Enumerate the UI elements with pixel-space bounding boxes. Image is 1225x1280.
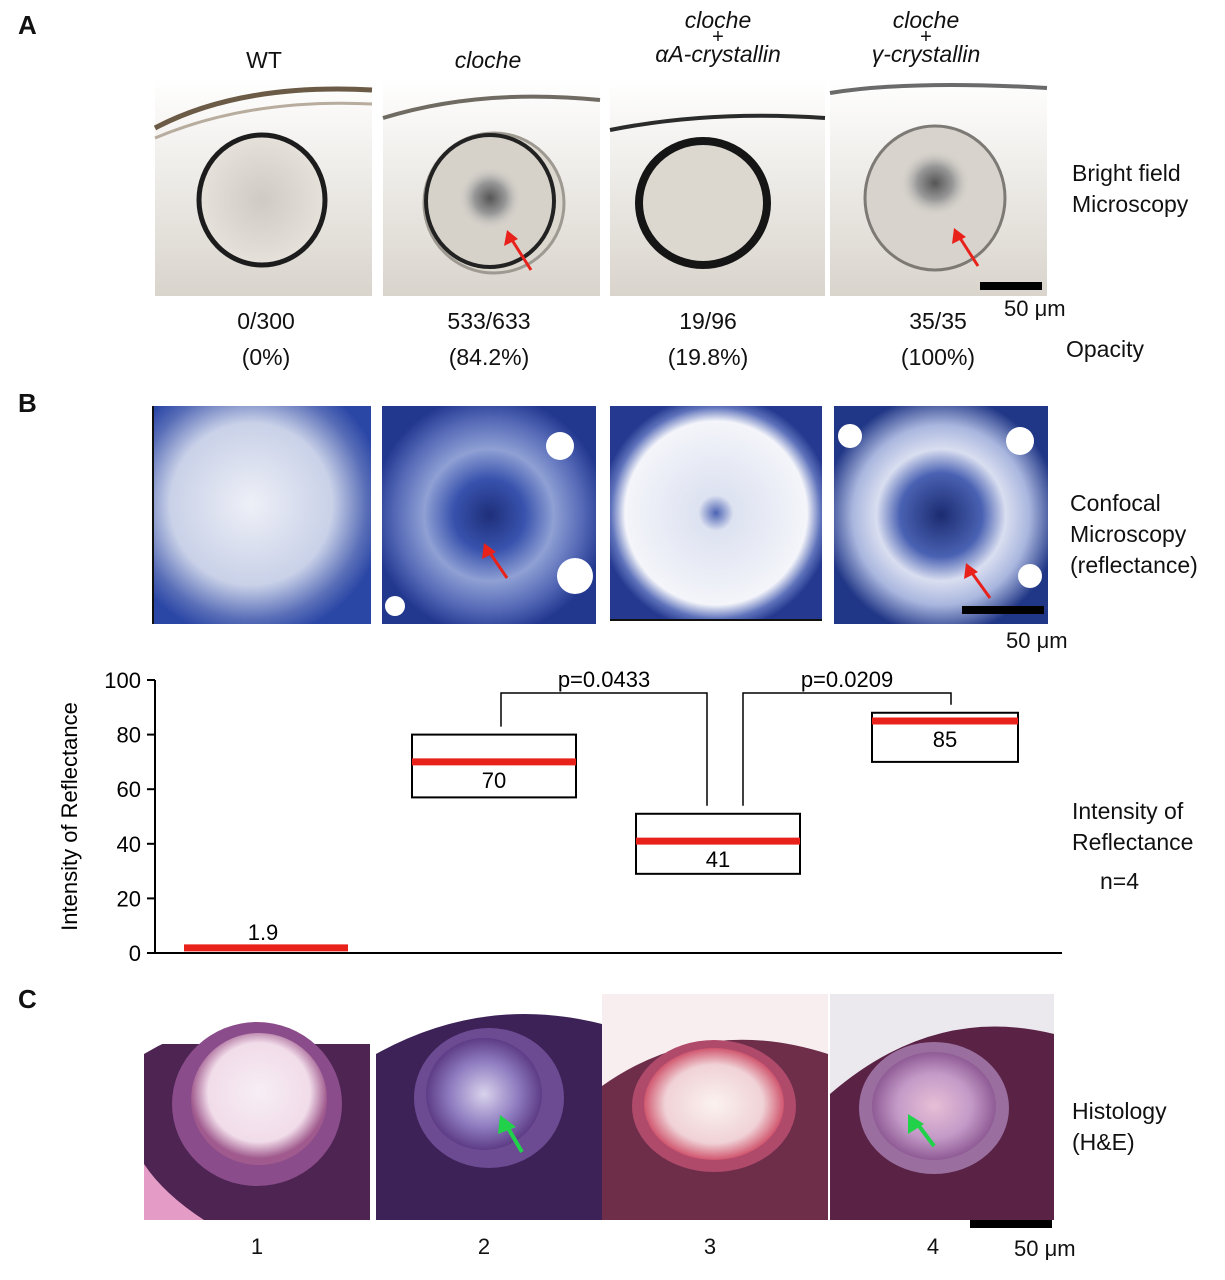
opacity-label: Opacity [1066,336,1144,362]
panel-c-letter: C [18,984,37,1014]
scale-bar-c [970,1220,1052,1228]
value-label: 70 [482,768,506,793]
opacity-percent-4: (100%) [900,344,976,370]
chart-side-label-line2: Reflectance [1072,829,1194,855]
histology-label-line1: Histology [1072,1098,1167,1124]
bright-field-image-3 [609,78,826,296]
bright-field-image-4 [829,78,1048,296]
scale-bar-b [962,606,1044,614]
opacity-count-1: 0/300 [237,308,295,334]
significance-bracket [500,692,708,806]
value-label: 41 [706,847,730,872]
y-axis-label: Intensity of Reflectance [57,702,82,931]
column-title-top: cloche [684,7,752,33]
scale-label-a: 50 μm [1004,296,1066,321]
p-value-label: p=0.0209 [801,667,893,692]
column-title-top: cloche [892,7,960,33]
lane-number-2: 2 [477,1234,491,1259]
lane-number-3: 3 [703,1234,717,1259]
range-box [411,733,577,799]
opacity-percent-2: (84.2%) [448,344,530,370]
scale-bar-a [980,282,1042,290]
column-title-main: WT [246,47,282,73]
column-title-1: WT [154,48,374,72]
column-title-plus: + [920,26,932,48]
y-tick-label: 40 [117,832,141,857]
confocal-image-1 [152,406,371,624]
histology-label: Histology (H&E) [1072,1096,1167,1158]
y-tick-label: 80 [117,723,141,748]
y-tick-label: 100 [104,668,141,693]
histology-image-4 [830,994,1054,1220]
p-value-label: p=0.0433 [558,667,650,692]
opacity-percent-1: (0%) [241,344,291,370]
opacity-count-4: 35/35 [909,308,967,334]
confocal-image-4 [834,406,1048,624]
bright-field-image-2 [382,78,601,296]
column-title-main: cloche [454,47,522,73]
confocal-image-2 [382,406,596,624]
confocal-label: Confocal Microscopy (reflectance) [1070,488,1198,581]
histology-image-2 [376,994,602,1220]
scale-label-c: 50 μm [1014,1236,1076,1261]
column-title-2: cloche [378,48,598,72]
chart-side-label: Intensity of Reflectance [1072,796,1193,858]
lane-number-1: 1 [250,1234,264,1259]
histology-image-3 [602,994,828,1220]
y-tick-label: 60 [117,777,141,802]
y-tick-label: 0 [129,941,141,966]
bright-field-label: Bright field Microscopy [1072,158,1188,220]
value-label: 85 [933,727,957,752]
column-title-plus: + [712,26,724,48]
bright-field-image-1 [153,78,373,296]
confocal-images [152,406,1048,624]
significance-bracket [742,692,952,806]
opacity-count-3: 19/96 [679,308,737,334]
scale-label-b: 50 μm [1006,628,1068,653]
histology-label-line2: (H&E) [1072,1129,1135,1155]
panel-a-letter: A [18,10,37,40]
confocal-label-line2: Microscopy [1070,521,1187,547]
n-label: n=4 [1100,868,1140,894]
y-tick-label: 20 [117,886,141,911]
histology-images [144,994,1054,1220]
column-title-4: cloche+γ-crystallin [816,8,1036,66]
bright-field-images [153,78,1048,296]
column-title-main: γ-crystallin [871,41,981,67]
confocal-label-line3: (reflectance) [1070,552,1198,578]
confocal-image-3 [610,406,822,621]
panel-b-letter: B [18,388,37,418]
opacity-count-2: 533/633 [447,308,531,334]
histology-image-1 [144,994,370,1220]
confocal-label-line1: Confocal [1070,490,1161,516]
chart-side-label-line1: Intensity of [1072,798,1184,824]
bright-field-label-line1: Bright field [1072,160,1181,186]
value-label: 1.9 [248,920,279,945]
bright-field-label-line2: Microscopy [1072,191,1189,217]
column-title-3: cloche+αA-crystallin [608,8,828,66]
lane-number-4: 4 [926,1234,940,1259]
column-title-main: αA-crystallin [655,41,781,67]
opacity-percent-3: (19.8%) [667,344,749,370]
